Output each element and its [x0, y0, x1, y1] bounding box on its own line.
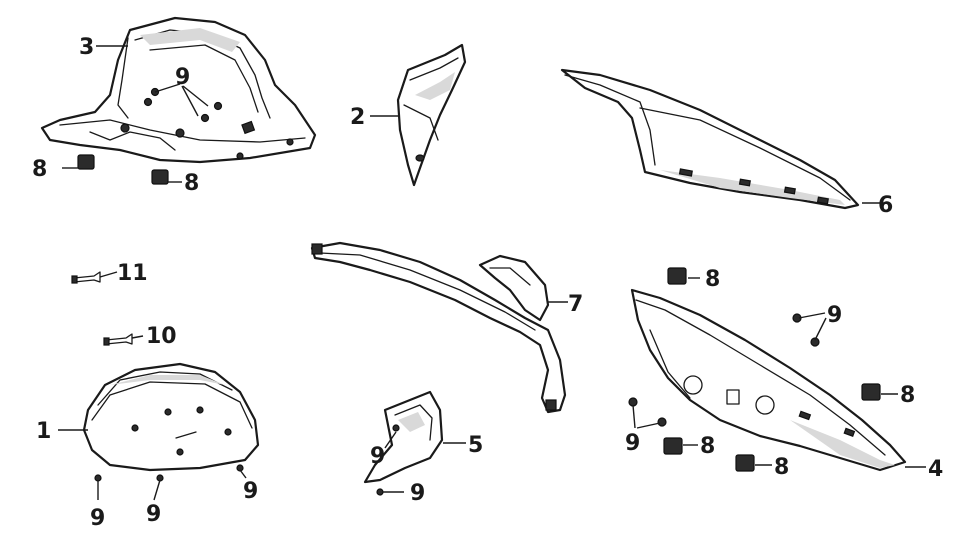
grommet-8-top	[667, 267, 687, 285]
callout-labels: 3 9 8 8 2 6 8 7 9 10 11 8 1 9 8 5 9 8 4 …	[32, 35, 943, 531]
callout-8-left: 8	[32, 157, 47, 182]
grommet-8-right	[861, 383, 881, 401]
callout-2: 2	[350, 105, 365, 130]
part-1-meter-cover	[82, 362, 260, 482]
callout-11: 11	[117, 261, 148, 286]
callout-9-bottom-part5: 9	[410, 481, 425, 506]
part-2-bracket	[396, 43, 467, 187]
part-6-side-cover-upper	[560, 68, 860, 210]
callout-6: 6	[878, 193, 893, 218]
callout-8-mid: 8	[700, 434, 715, 459]
callout-9-left-part4: 9	[625, 431, 640, 456]
part-4-side-cover-lower	[630, 288, 907, 472]
callout-10: 10	[146, 324, 177, 349]
callout-9-part5: 9	[370, 444, 385, 469]
callout-5: 5	[468, 433, 483, 458]
part-5-small-bracket	[363, 390, 444, 496]
part-3-meter-frame	[40, 16, 317, 185]
callout-9-part3: 9	[175, 65, 190, 90]
grommet-8-mid	[663, 437, 683, 455]
callout-8-right: 8	[900, 383, 915, 408]
callout-7: 7	[568, 292, 583, 317]
callout-9-part1-right: 9	[243, 479, 258, 504]
leader-lines	[58, 45, 926, 501]
grommet-8-bottom	[735, 454, 755, 472]
callout-8-bottom: 8	[774, 455, 789, 480]
callout-1: 1	[36, 419, 51, 444]
callout-8-top: 8	[705, 267, 720, 292]
callout-9-part1-mid: 9	[146, 502, 161, 527]
callout-3: 3	[79, 35, 94, 60]
callout-8-part3: 8	[184, 171, 199, 196]
part-10-fastener	[103, 333, 133, 346]
part-7-trim-strip	[310, 241, 567, 414]
callout-4: 4	[928, 457, 943, 482]
part-11-fastener	[71, 271, 101, 284]
callout-9-right: 9	[827, 303, 842, 328]
callout-9-part1-left: 9	[90, 506, 105, 531]
